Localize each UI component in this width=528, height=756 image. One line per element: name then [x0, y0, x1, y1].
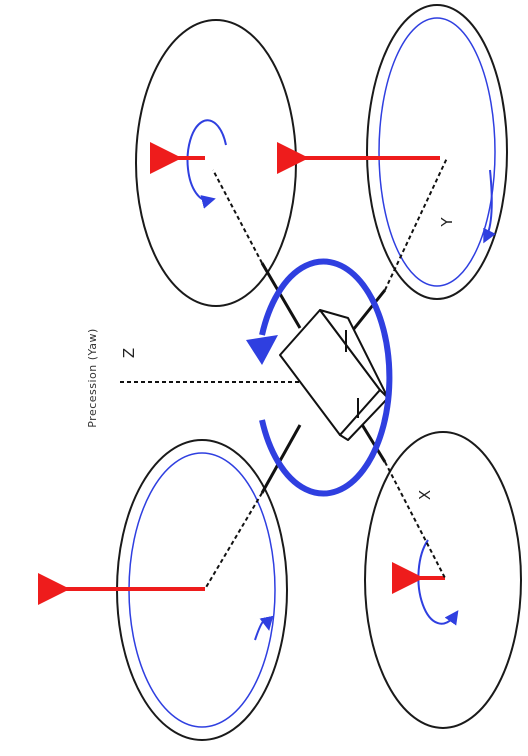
rotor-top-right: [277, 4, 508, 300]
spin-arrow-icon: [417, 539, 459, 626]
axis-line-icon: [384, 157, 448, 291]
axis-z-label: Z: [120, 348, 138, 358]
axis-line-icon: [212, 169, 263, 264]
drone-body: [279, 309, 389, 441]
diagram-title: Precession (Yaw): [86, 328, 99, 428]
rotor-top-left: [135, 19, 297, 307]
rotor-bottom-left: [37, 439, 288, 741]
spin-arrow-icon: [186, 119, 227, 209]
yaw-rotation-arrow-icon: [246, 258, 393, 497]
rotor-bottom-right: [364, 431, 522, 729]
spin-arrow-icon: [254, 615, 274, 641]
axis-line-icon: [204, 492, 263, 590]
axis-line-icon: [384, 461, 446, 579]
axis-lines: [120, 157, 448, 590]
axis-x-label: X: [416, 490, 434, 500]
spin-arrow-icon: [483, 169, 496, 244]
axis-y-label: Y: [438, 217, 456, 228]
